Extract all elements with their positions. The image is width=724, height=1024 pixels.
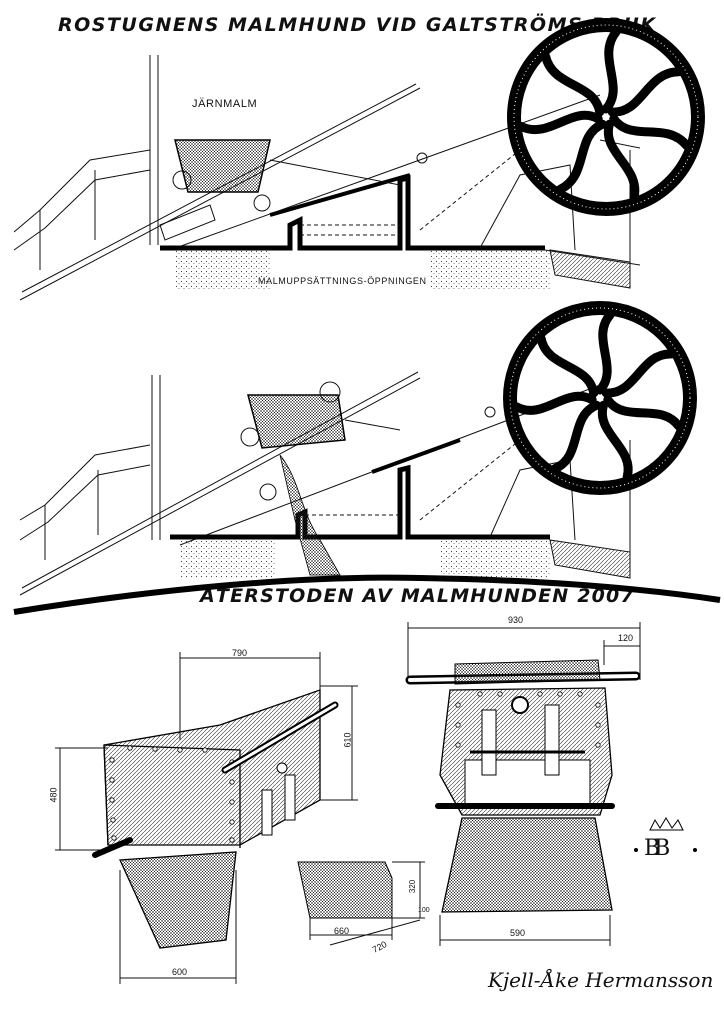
dim-590: 590 (510, 928, 526, 938)
remains-plate-view (297, 861, 425, 946)
dim-930: 930 (508, 615, 524, 625)
flywheel-lower (503, 301, 697, 495)
dim-600: 600 (172, 967, 188, 977)
monogram-crown (634, 817, 697, 852)
remains-perspective-view (55, 652, 358, 984)
drawing-title: ROSTUGNENS MALMHUND VID GALTSTRÖMS BRUK (58, 14, 657, 36)
view-lower-ore-dumping-position (19, 371, 631, 596)
remains-front-view (405, 622, 641, 946)
view-upper-ore-cart-position (13, 55, 641, 301)
label-iron-ore: JÄRNMALM (192, 98, 258, 110)
dim-100: 100 (418, 907, 430, 914)
heading-remains-2007: ÅTERSTODEN AV MALMHUNDEN 2007 (200, 585, 635, 607)
ground-divider (13, 574, 721, 615)
dim-660: 660 (334, 926, 350, 936)
dim-790: 790 (232, 648, 248, 658)
label-ore-loading-opening: MALMUPPSÄTTNINGS-ÖPPNINGEN (258, 276, 427, 286)
dim-120: 120 (618, 633, 634, 643)
artist-signature: Kjell-Åke Hermansson (488, 968, 714, 992)
flywheel-upper (507, 18, 705, 216)
